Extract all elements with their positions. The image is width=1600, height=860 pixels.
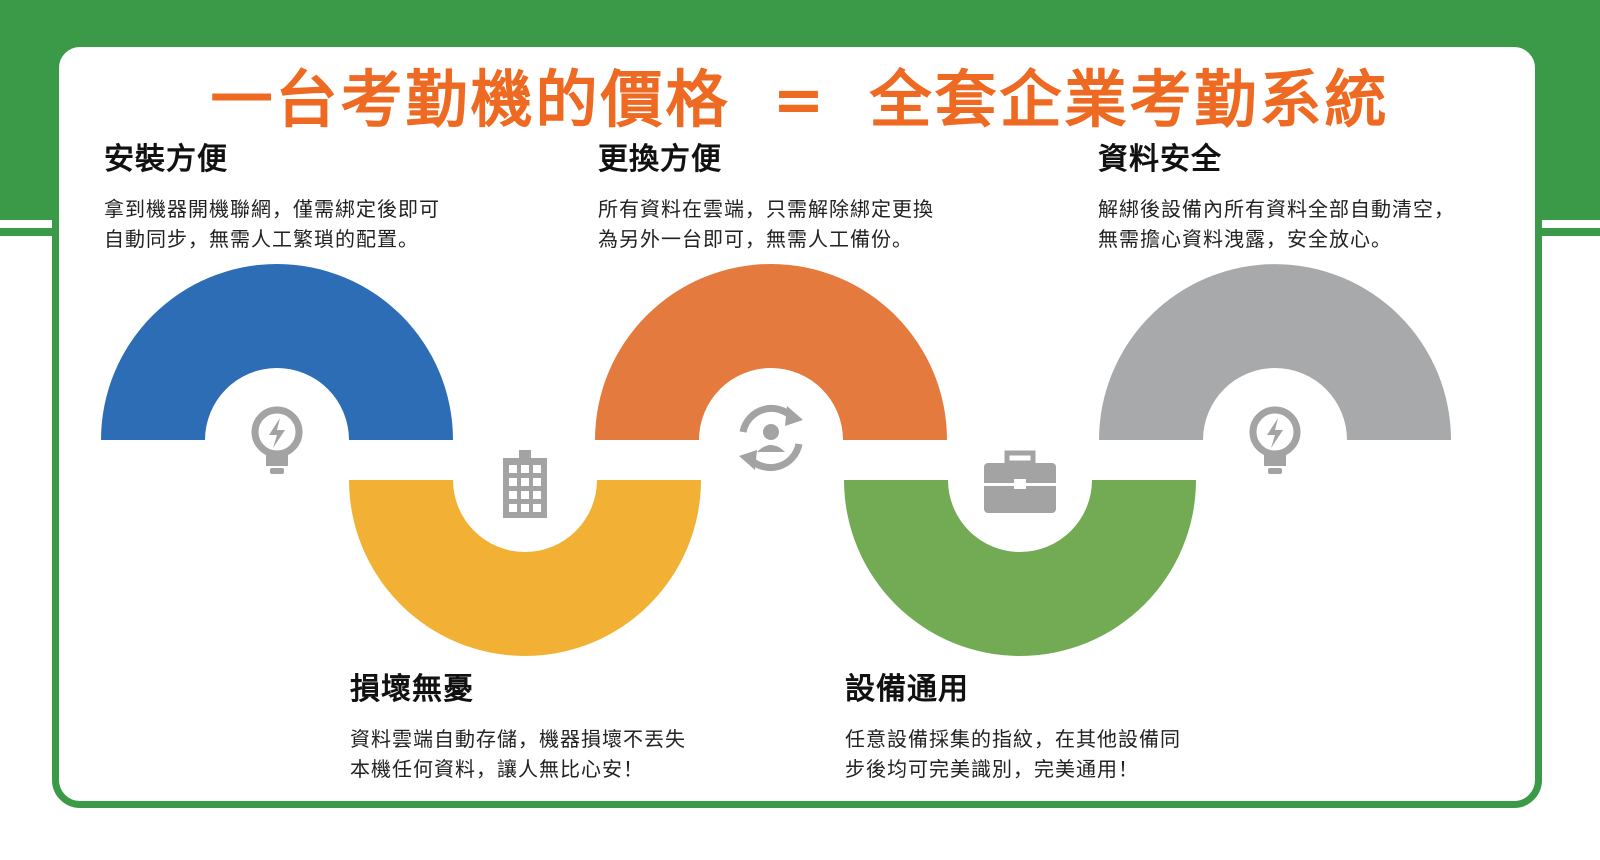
feature-description: 所有資料在雲端，只需解除綁定更換為另外一台即可，無需人工備份。: [598, 197, 934, 251]
title-left: 一台考勤機的價格: [210, 63, 731, 136]
arc-damage: [349, 480, 701, 656]
feature-title: 資料安全: [1098, 142, 1222, 177]
title-equals: =: [772, 63, 828, 136]
lightbulb-icon: [251, 406, 303, 474]
arc-security: [1099, 264, 1451, 440]
building-icon: [503, 450, 547, 518]
arc-compatibility: [844, 480, 1196, 656]
title-right: 全套企業考勤系統: [869, 63, 1390, 136]
feature-replacement: 更換方便 所有資料在雲端，只需解除綁定更換為另外一台即可，無需人工備份。: [598, 140, 934, 254]
feature-security: 資料安全 解綁後設備內所有資料全部自動清空，無需擔心資料洩露，安全放心。: [1098, 140, 1455, 254]
feature-description: 資料雲端自動存儲，機器損壞不丟失本機任何資料，讓人無比心安！: [350, 727, 686, 781]
left-accent-line: [0, 228, 60, 236]
feature-description: 拿到機器開機聯網，僅需綁定後即可自動同步，無需人工繁瑣的配置。: [104, 197, 440, 251]
feature-title: 安裝方便: [104, 142, 228, 177]
feature-title: 更換方便: [598, 142, 722, 177]
feature-damage: 損壞無憂 資料雲端自動存儲，機器損壞不丟失本機任何資料，讓人無比心安！: [350, 670, 686, 784]
right-accent-line: [1540, 228, 1600, 236]
feature-installation: 安裝方便 拿到機器開機聯網，僅需綁定後即可自動同步，無需人工繁瑣的配置。: [104, 140, 440, 254]
feature-title: 損壞無憂: [350, 672, 474, 707]
lightbulb-icon: [1249, 406, 1301, 474]
feature-description: 解綁後設備內所有資料全部自動清空，無需擔心資料洩露，安全放心。: [1098, 197, 1455, 251]
arc-replacement: [595, 264, 947, 440]
arc-installation: [101, 264, 453, 440]
user-sync-icon: [739, 404, 803, 472]
page-title: 一台考勤機的價格 = 全套企業考勤系統: [0, 58, 1600, 142]
feature-compatibility: 設備通用 任意設備採集的指紋，在其他設備同步後均可完美識別，完美通用！: [845, 670, 1181, 784]
briefcase-icon: [984, 450, 1056, 513]
feature-description: 任意設備採集的指紋，在其他設備同步後均可完美識別，完美通用！: [845, 727, 1181, 781]
feature-title: 設備通用: [845, 672, 969, 707]
